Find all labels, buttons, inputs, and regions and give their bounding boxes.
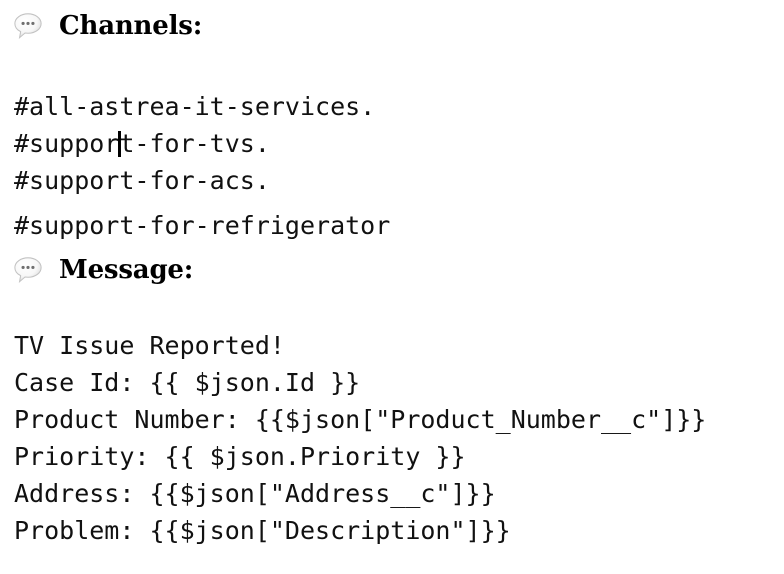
- channel-list-item[interactable]: #support-for-refrigerator: [14, 211, 391, 240]
- message-line[interactable]: Problem: {{$json["Description"]}}: [14, 516, 511, 545]
- text-caret: [117, 131, 121, 157]
- channel-list-item-editing[interactable]: #support-for-tvs.: [0, 125, 784, 162]
- channel-list-item[interactable]: #all-astrea-it-services.: [14, 92, 376, 121]
- channels-section-heading: Channels:: [0, 0, 784, 46]
- message-line[interactable]: Address: {{$json["Address__c"]}}: [14, 479, 496, 508]
- channel-text-after-caret: t-for-tvs.: [119, 129, 270, 158]
- speech-balloon-icon: [14, 257, 42, 284]
- message-line[interactable]: TV Issue Reported!: [14, 331, 285, 360]
- channels-heading-label: Channels:: [59, 11, 203, 41]
- message-body[interactable]: TV Issue Reported! Case Id: {{ $json.Id …: [0, 327, 784, 549]
- message-line[interactable]: Case Id: {{ $json.Id }}: [14, 368, 361, 397]
- message-line[interactable]: Product Number: {{$json["Product_Number_…: [14, 405, 707, 434]
- speech-balloon-icon: [14, 13, 42, 40]
- message-heading-label: Message:: [59, 255, 194, 285]
- channel-list: #all-astrea-it-services. #support-for-tv…: [0, 88, 784, 244]
- channel-text-before-caret: #suppor: [14, 129, 120, 158]
- message-line[interactable]: Priority: {{ $json.Priority }}: [14, 442, 466, 471]
- message-section-heading: Message:: [0, 248, 784, 292]
- channel-list-item[interactable]: #support-for-acs.: [14, 166, 270, 195]
